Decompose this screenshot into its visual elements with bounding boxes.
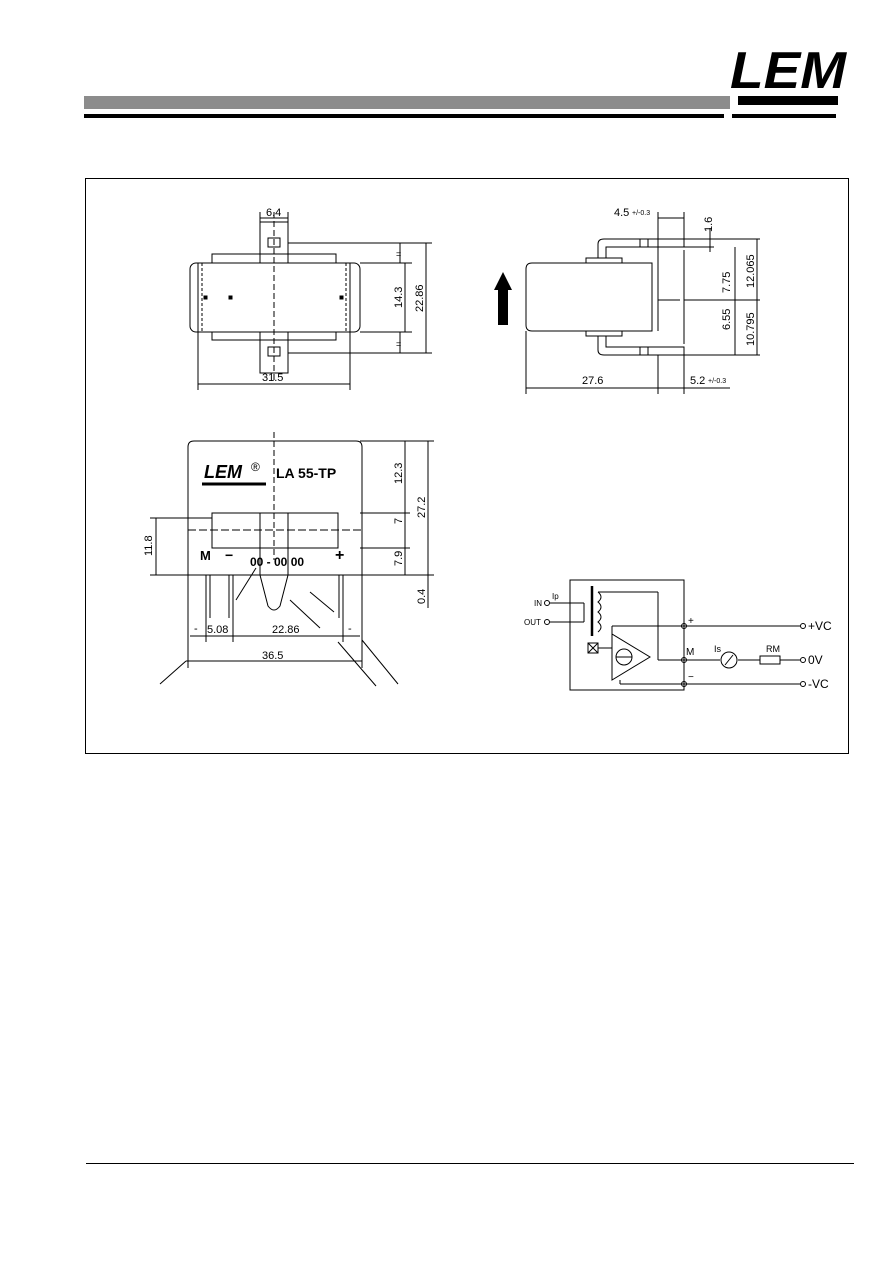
dim-7: 7 [393,518,405,524]
dim-0-4: 0.4 [416,589,428,604]
front-pin-minus: − [225,547,233,563]
front-date-code: 00 - 00 00 [250,555,304,569]
dim-36-5: 36.5 [262,650,283,662]
tol-right: - [348,623,352,635]
drawing-frame [85,178,849,754]
side-view [525,212,760,394]
label-vc-plus: +VC [808,619,832,633]
dim-5-2-tol: +/-0.3 [708,378,726,385]
dim-4-5: 4.5 [614,207,629,219]
technical-drawing: 6.4 31.5 14.3 22.86 = = 4 [143,207,832,691]
dim-length-31: 31.5 [262,372,283,384]
label-is: Is [714,644,722,654]
top-view [189,212,432,390]
dim-14-3: 14.3 [393,287,405,308]
label-out: OUT [524,618,541,627]
current-direction-arrow-icon [494,272,512,325]
front-model: LA 55-TP [276,465,336,481]
header: LEM [0,0,892,130]
front-registered: ® [251,460,260,474]
dim-4-5-tol: +/-0.3 [632,210,650,217]
label-ip: Ip [552,592,559,601]
dim-12-065: 12.065 [745,254,757,288]
schematic [544,579,806,691]
label-plus: + [688,616,694,627]
dim-7-9: 7.9 [393,551,405,566]
header-bars: LEM [84,42,848,118]
dim-12-3: 12.3 [393,463,405,484]
mark-bottom: = [396,339,401,349]
lem-logo: LEM [730,42,848,100]
tol-left: - [194,623,198,635]
label-vc-minus: -VC [808,677,829,691]
front-pin-m: M [200,548,211,563]
front-brand: LEM [204,462,243,482]
front-pin-plus: + [335,547,344,564]
mark-top: = [396,249,401,259]
label-m: M [686,647,694,658]
dim-tab-width: 6.4 [266,207,281,219]
dim-10-795: 10.795 [745,312,757,346]
dim-22-86: 22.86 [414,284,426,312]
dim-1-6: 1.6 [703,217,715,232]
dim-27-2: 27.2 [416,497,428,518]
dim-6-55: 6.55 [721,309,733,330]
dim-22-86-front: 22.86 [272,624,300,636]
dim-27-6: 27.6 [582,375,603,387]
label-in: IN [534,599,542,608]
dim-11-8: 11.8 [143,535,155,556]
front-view [150,432,434,687]
label-rm: RM [766,644,780,654]
dim-7-75: 7.75 [721,272,733,293]
footer-rule [86,1163,854,1164]
label-minus: − [688,672,694,683]
dim-5-08: 5.08 [207,624,228,636]
label-0v: 0V [808,653,823,667]
dim-5-2: 5.2 [690,375,705,387]
